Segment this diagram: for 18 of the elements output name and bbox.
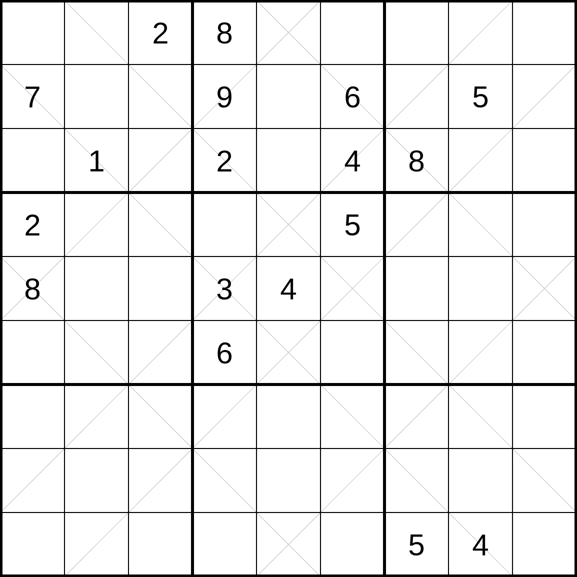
given-digit: 4 [344, 150, 360, 172]
given-digit: 3 [217, 278, 232, 300]
given-digit: 4 [472, 534, 488, 556]
given-digit: 9 [218, 86, 232, 108]
given-digit: 2 [154, 22, 168, 44]
given-digit: 6 [346, 86, 360, 108]
given-digit: 8 [25, 278, 40, 300]
given-digit: 6 [218, 342, 232, 364]
given-digit: 5 [473, 86, 488, 108]
given-digit: 4 [280, 278, 296, 300]
given-digit: 1 [90, 150, 104, 172]
given-digit: 8 [409, 150, 424, 172]
given-digit: 5 [345, 214, 360, 236]
given-digit: 2 [26, 214, 40, 236]
given-digit: 2 [218, 150, 232, 172]
given-digit: 7 [26, 86, 40, 108]
given-digit: 5 [409, 534, 424, 556]
given-digit: 8 [217, 22, 232, 44]
